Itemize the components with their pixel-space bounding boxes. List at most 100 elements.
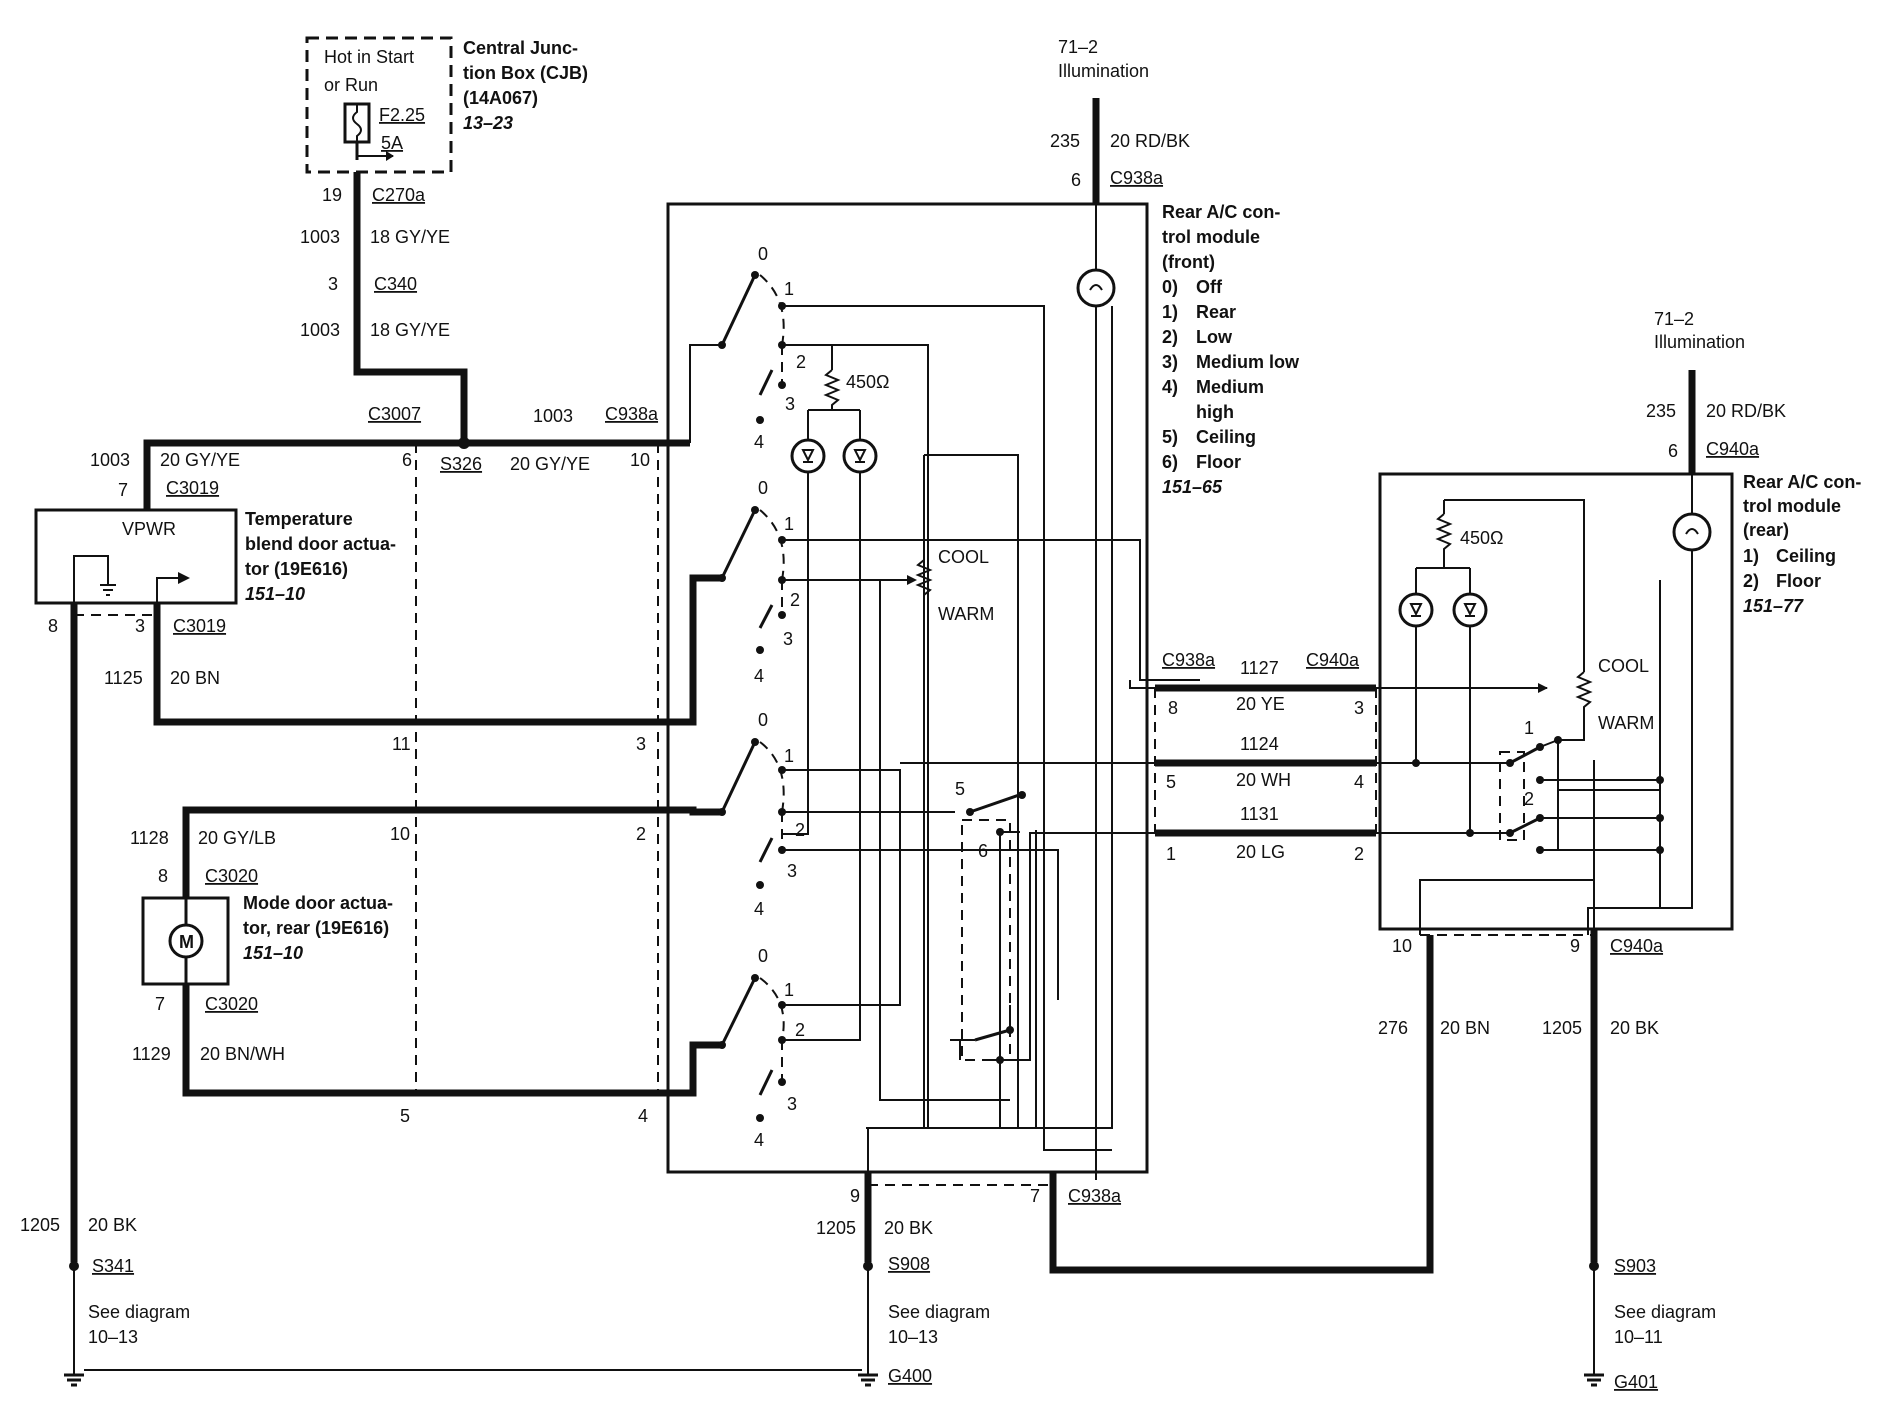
deck-4-pos-3: 3 [787,1094,797,1114]
ground-icon [73,555,190,603]
rotary-switch-deck-3: 0 1 2 3 4 [718,710,805,919]
rear-module-resistor: 450Ω [1460,528,1504,548]
front-module-title-3: (front) [1162,252,1215,272]
deck-2-pos-2: 2 [790,590,800,610]
mode-actuator-title-1: Mode door actua- [243,893,393,913]
svg-text:Medium: Medium [1196,377,1264,397]
temp-actuator-pin11: 11 [392,734,411,754]
illum-rear-circuit: 235 [1646,401,1676,421]
temp-actuator-box [34,508,238,605]
rotary-switch-deck-2: 0 1 2 3 4 [718,478,800,686]
mode-actuator-c3020a: C3020 [205,866,258,886]
svg-text:Off: Off [1196,277,1223,297]
mode-actuator-motor: M [179,932,194,952]
rear-module-title-3: (rear) [1743,520,1789,540]
interconnect-c938a: C938a [1162,650,1216,670]
front-module-warm: WARM [938,604,994,624]
illum-rear-title-2: Illumination [1654,332,1745,352]
deck-4-pos-1: 1 [784,980,794,1000]
mid-ground-inner [867,306,1113,1172]
interconnect-wires [900,680,1548,837]
illum-rear-title-1: 71–2 [1654,309,1694,329]
mode-actuator-c3020b: C3020 [205,994,258,1014]
fuse-symbol [343,102,394,161]
interconnect-w3: 20 LG [1236,842,1285,862]
right-ground-pin10: 10 [1392,936,1412,956]
deck-3-pos-3: 3 [787,861,797,881]
illum-front-title-1: 71–2 [1058,37,1098,57]
interconnect-p2r: 4 [1354,772,1364,792]
mid-ground-pin7: 7 [1030,1186,1040,1206]
feed-wire-left: 20 GY/YE [160,450,240,470]
illum-front-pin: 6 [1071,170,1081,190]
deck-3-pos-4: 4 [754,899,764,919]
mode-actuator-pin10: 10 [390,824,410,844]
mode-actuator-pin8: 8 [158,866,168,886]
front-module-internal-wiring [782,305,1200,1151]
rear-module-cool: COOL [1598,656,1649,676]
mode-actuator-pin4: 4 [638,1106,648,1126]
right-ground-see-1: See diagram [1614,1302,1716,1322]
front-module-cool: COOL [938,547,989,567]
cjb-fuse-rating: 5A [381,133,403,153]
cjb-title-2: tion Box (CJB) [463,63,588,83]
feed-circuit-3: 1003 [533,406,573,426]
temp-actuator-pin3b: 3 [636,734,646,754]
front-module-box [666,202,1149,1174]
svg-text:Rear: Rear [1196,302,1236,322]
rear-mode-floor: Floor [1776,571,1821,591]
deck-2-pos-0: 0 [758,478,768,498]
illum-front-circuit: 235 [1050,131,1080,151]
svg-text:1): 1) [1162,302,1178,322]
illum-front-connector: C938a [1110,168,1164,188]
svg-text:Floor: Floor [1196,452,1241,472]
mode-actuator-wire-1: 20 GY/LB [198,828,276,848]
right-ground-wire-b: 20 BK [1610,1018,1659,1038]
svg-text:6): 6) [1162,452,1178,472]
deck-1-pos-1: 1 [784,279,794,299]
feed-c3019: C3019 [166,478,219,498]
front-module-pos6: 6 [978,841,988,861]
temp-actuator-ref: 151–10 [245,584,305,604]
illum-rear-connector: C940a [1706,439,1760,459]
deck-1-pos-3: 3 [785,394,795,414]
deck-1-pos-4: 4 [754,432,764,452]
right-ground-icon [1584,1373,1604,1387]
mid-ground-circuit: 1205 [816,1218,856,1238]
feed-c270a-pin: 19 [322,185,342,205]
illum-front-wire-label: 20 RD/BK [1110,131,1190,151]
wire-1125 [153,574,722,726]
mode-actuator-pin2: 2 [636,824,646,844]
svg-text:Low: Low [1196,327,1233,347]
svg-text:0): 0) [1162,277,1178,297]
cjb-part: (14A067) [463,88,538,108]
front-module-title-1: Rear A/C con- [1162,202,1280,222]
interconnect-c2: 1124 [1240,734,1279,754]
feed-circuit-1: 1003 [300,227,340,247]
deck-2-pos-4: 4 [754,666,764,686]
deck-2-pos-1: 1 [784,514,794,534]
deck-3-pos-1: 1 [784,746,794,766]
interconnect-p1l: 8 [1168,698,1178,718]
feed-pin-left: 7 [118,480,128,500]
interconnect-c3: 1131 [1240,804,1279,824]
cjb-title-1: Central Junc- [463,38,578,58]
rotary-switch-deck-1: 0 1 2 3 4 [689,244,806,452]
feed-c270a: C270a [372,185,426,205]
right-ground-circuit-b: 1205 [1542,1018,1582,1038]
illum-rear-wire-label: 20 RD/BK [1706,401,1786,421]
deck-3-pos-2: 2 [795,820,805,840]
right-ground-splice: S903 [1614,1256,1656,1276]
mode-actuator-title-2: tor, rear (19E616) [243,918,389,938]
feed-c340-pin: 3 [328,274,338,294]
mid-ground-see-2: 10–13 [888,1327,938,1347]
feed-pin-10: 10 [630,450,650,470]
feed-wire-2: 18 GY/YE [370,320,450,340]
interconnect-p1r: 3 [1354,698,1364,718]
right-ground-g401: G401 [1614,1372,1658,1392]
front-blend-pot [875,540,933,1128]
mode-actuator-circuit-1: 1128 [130,828,169,848]
cjb-hot-label-1: Hot in Start [324,47,414,67]
svg-text:5): 5) [1162,427,1178,447]
front-module-pos5: 5 [955,779,965,799]
